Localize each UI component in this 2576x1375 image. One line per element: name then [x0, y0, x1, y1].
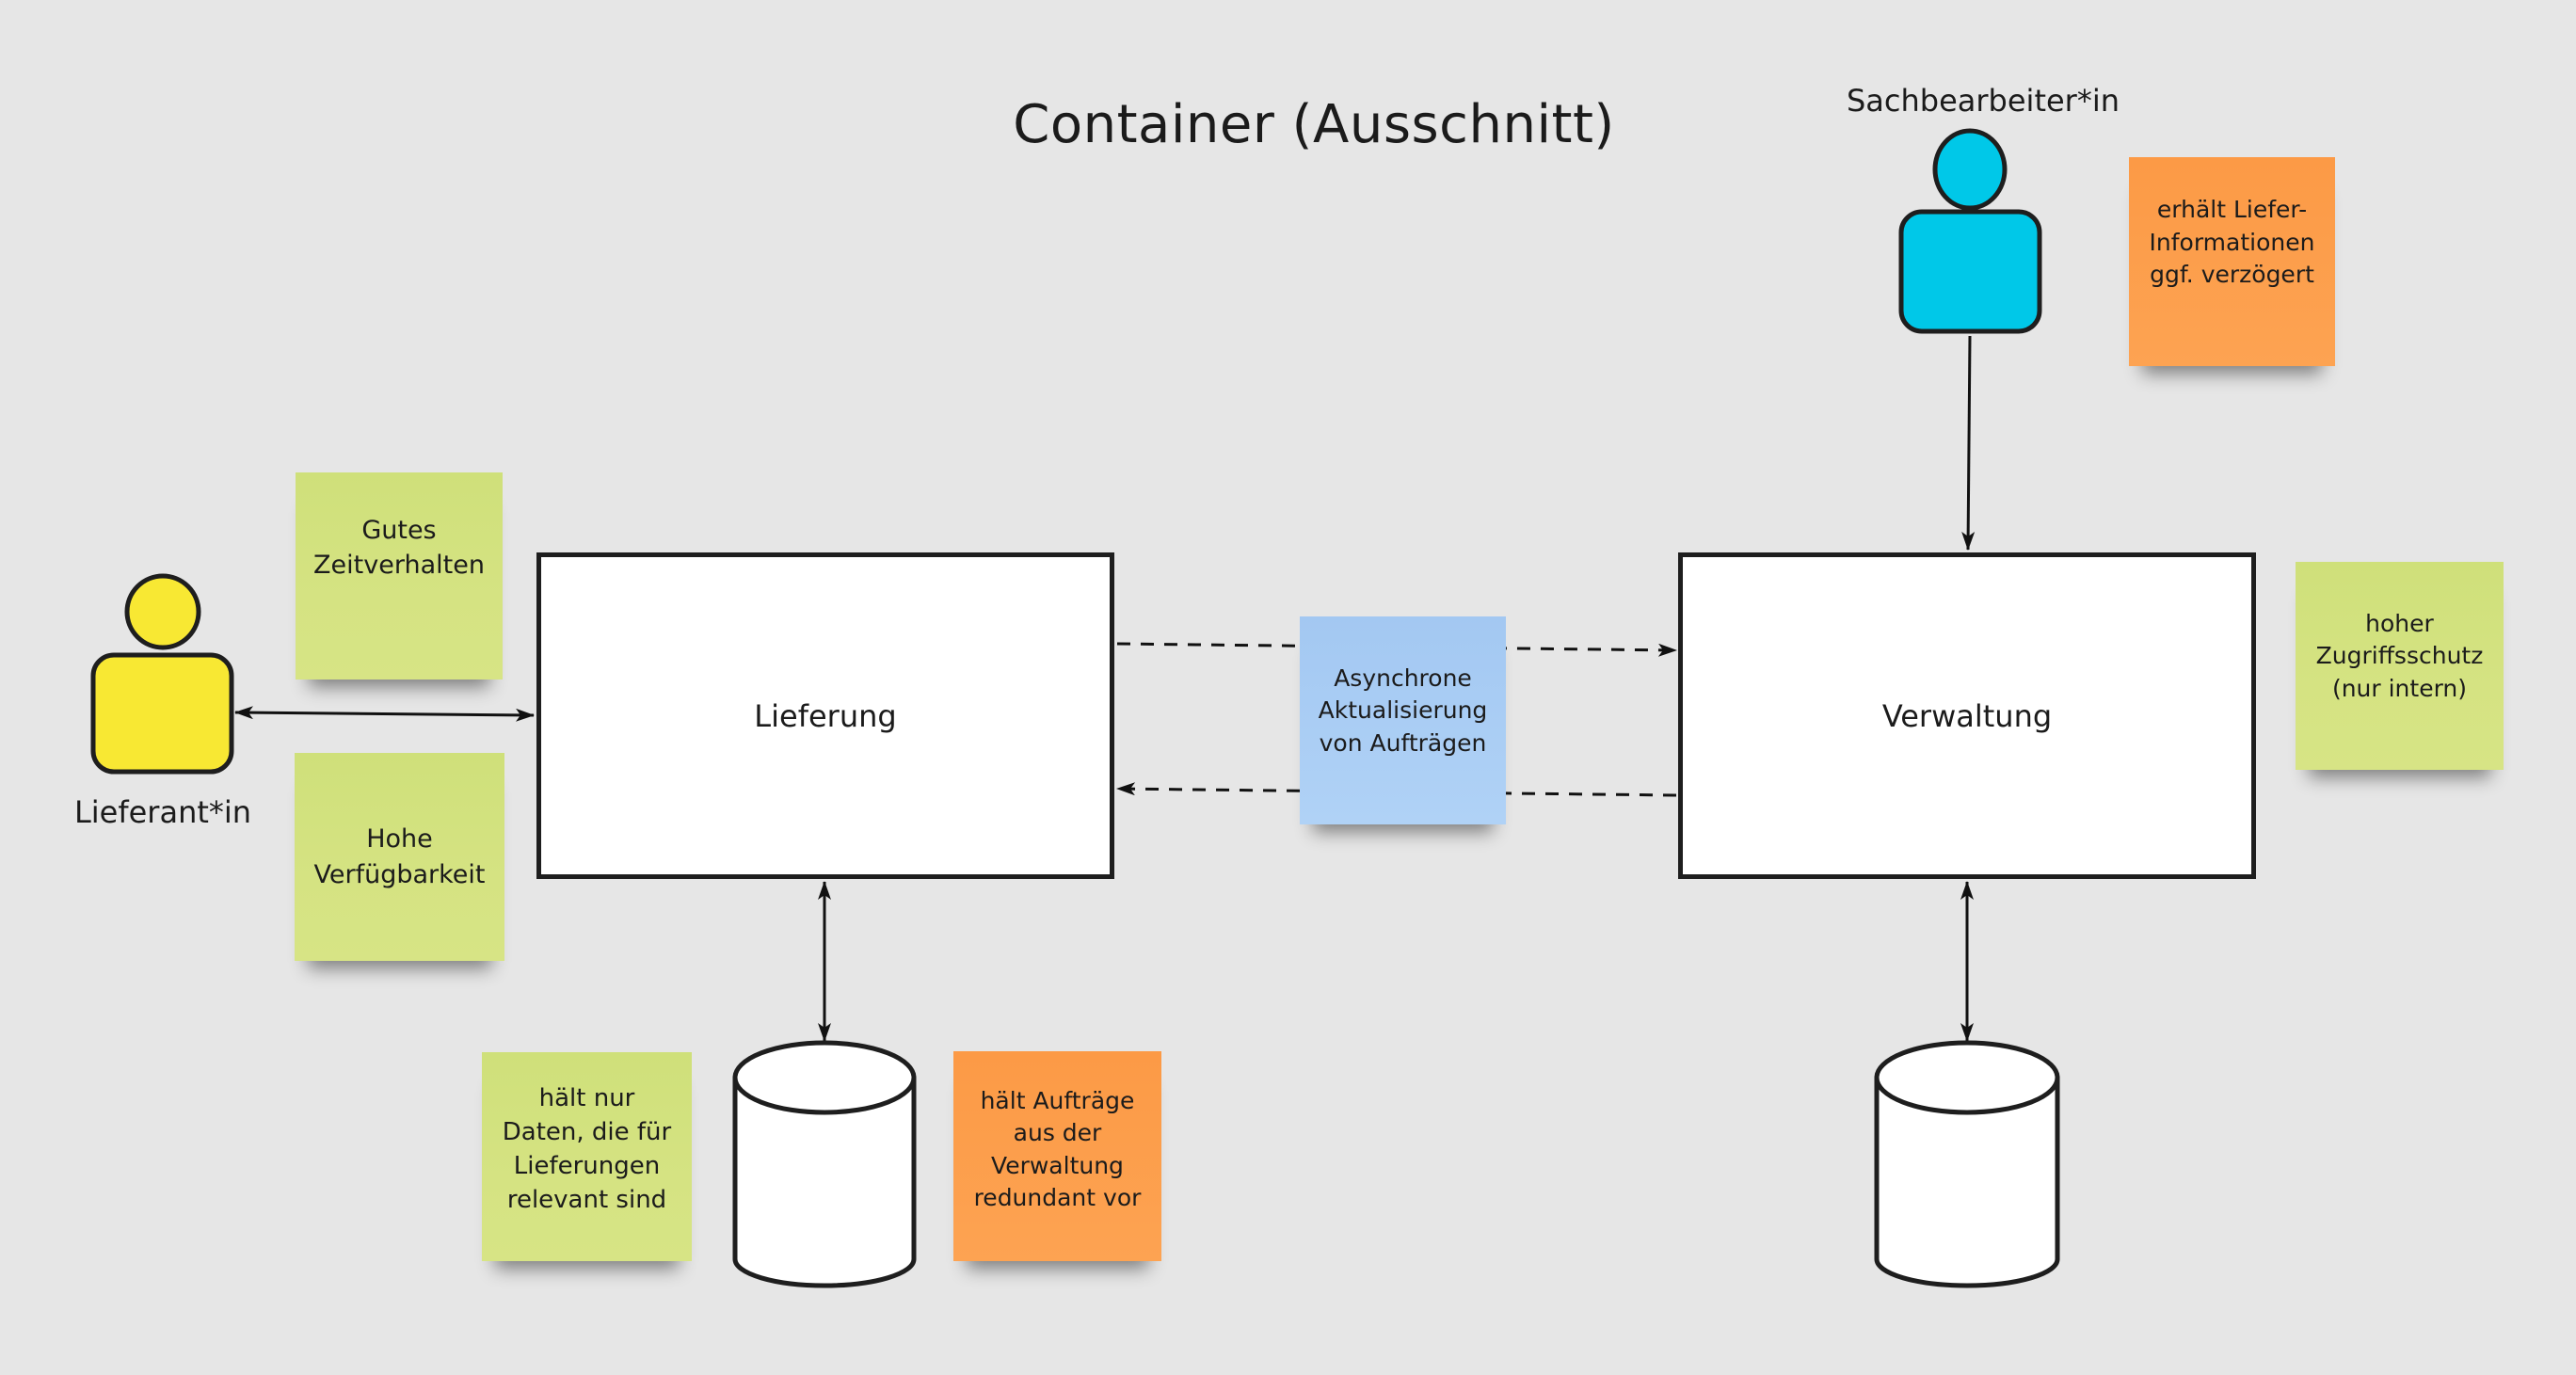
note-line: ggf. verzögert [2150, 261, 2314, 289]
clerk-head [1932, 128, 2008, 211]
note-line: redundant vor [973, 1184, 1142, 1211]
note-line: (nur intern) [2331, 674, 2468, 702]
connector-clerk-verwaltung[interactable] [1961, 335, 1976, 551]
note-line: aus der [1013, 1119, 1102, 1146]
clerk-body [1898, 209, 2042, 334]
database-lieferung-icon[interactable] [732, 1040, 917, 1288]
sticky-note-redundant[interactable]: hält Aufträge aus der Verwaltung redunda… [953, 1051, 1161, 1261]
database-verwaltung-icon[interactable] [1874, 1040, 2060, 1288]
note-line: hält nur [538, 1084, 635, 1113]
container-verwaltung[interactable]: Verwaltung [1678, 552, 2256, 879]
sticky-note-daten[interactable]: hält nur Daten, die für Lieferungen rele… [482, 1052, 692, 1261]
connector-supplier-lieferung[interactable] [234, 706, 535, 722]
supplier-label: Lieferant*in [73, 794, 252, 830]
note-line: von Aufträgen [1319, 728, 1487, 757]
note-line: Verwaltung [991, 1151, 1124, 1179]
note-line: hoher [2365, 609, 2434, 637]
note-line: Hohe [366, 824, 433, 855]
supplier-person-icon[interactable] [90, 573, 234, 775]
note-line: Daten, die für [502, 1118, 672, 1147]
sticky-note-zeitverhalten[interactable]: Gutes Zeitverhalten [296, 472, 503, 680]
note-line: Zugriffsschutz [2315, 642, 2484, 670]
diagram-title: Container (Ausschnitt) [1013, 94, 1615, 155]
note-line: Gutes [361, 515, 437, 545]
note-line: erhält Liefer- [2156, 196, 2308, 224]
note-line: Verfügbarkeit [313, 859, 486, 889]
note-line: Lieferungen [513, 1152, 661, 1180]
note-line: Aktualisierung [1318, 696, 1488, 725]
supplier-body [90, 652, 234, 775]
clerk-person-icon[interactable] [1898, 128, 2042, 334]
note-line: Zeitverhalten [313, 551, 485, 580]
note-line: relevant sind [506, 1185, 667, 1214]
sticky-note-verzoegert[interactable]: erhält Liefer- Informationen ggf. verzög… [2129, 157, 2335, 366]
clerk-label: Sachbearbeiter*in [1846, 83, 2120, 119]
note-line: hält Aufträge [980, 1086, 1135, 1114]
note-line: Asynchrone [1334, 664, 1472, 692]
sticky-note-async[interactable]: Asynchrone Aktualisierung von Aufträgen [1300, 616, 1506, 824]
note-line: Informationen [2149, 228, 2315, 256]
container-lieferung-label: Lieferung [754, 697, 897, 734]
supplier-head [124, 573, 201, 650]
sticky-note-verfuegbarkeit[interactable]: Hohe Verfügbarkeit [295, 753, 504, 961]
container-verwaltung-label: Verwaltung [1881, 697, 2053, 734]
sticky-note-zugriffsschutz[interactable]: hoher Zugriffsschutz (nur intern) [2296, 562, 2504, 770]
container-lieferung[interactable]: Lieferung [536, 552, 1114, 879]
